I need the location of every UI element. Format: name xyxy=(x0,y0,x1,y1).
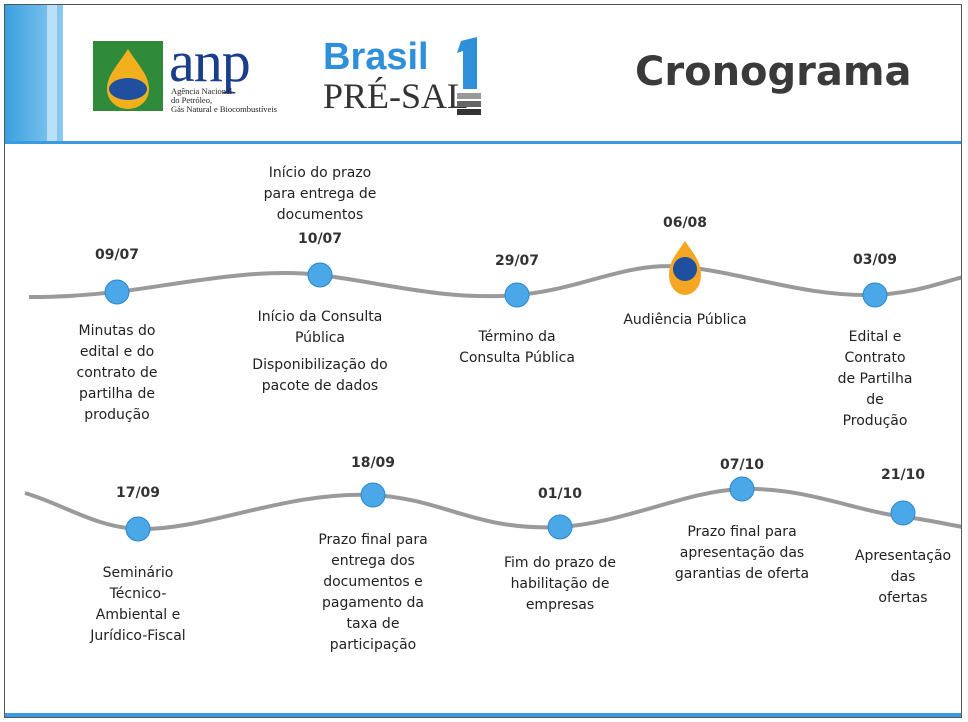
timeline-curves xyxy=(24,241,961,542)
row1-node-4 xyxy=(862,282,888,308)
brasil-presal-logo: Brasil PRÉ-SAL xyxy=(323,35,493,125)
row2-label-3: Prazo final para apresentação das garant… xyxy=(674,524,810,582)
brasil-wordmark: Brasil xyxy=(323,36,429,78)
row2-label-1: Prazo final para entrega dos documentos … xyxy=(318,532,428,653)
row1-node-2 xyxy=(504,282,530,308)
row2-label-4: Apresentação das ofertas xyxy=(854,548,952,606)
row1-node-3 xyxy=(673,257,697,281)
row1-date-0: 09/07 xyxy=(94,247,140,263)
anp-wordmark: anp xyxy=(169,29,251,94)
row2-node-0 xyxy=(125,516,151,542)
header-divider xyxy=(5,141,961,144)
row2-date-4: 21/10 xyxy=(880,467,926,483)
left-blue-bar xyxy=(5,5,63,143)
row1-label-1: Início da Consulta Pública xyxy=(257,309,383,346)
row1-date-1: 10/07 xyxy=(297,231,343,247)
row2-date-3: 07/10 xyxy=(719,457,765,473)
timeline-curve-row2 xyxy=(24,486,961,532)
row1-date-2: 29/07 xyxy=(494,253,540,269)
row1-label-above-1: Início do prazo para entrega de document… xyxy=(263,165,377,223)
row2-node-4 xyxy=(890,500,916,526)
row1-date-4: 03/09 xyxy=(852,252,898,268)
slide: anp Agência Nacional do Petróleo, Gás Na… xyxy=(4,4,962,718)
row1-label-0: Minutas do edital e do contrato de parti… xyxy=(76,323,158,423)
presal-mark-icon xyxy=(453,37,485,119)
anp-emblem-icon xyxy=(93,41,163,111)
row2-label-2: Fim do prazo de habilitação de empresas xyxy=(504,555,616,613)
row1-label-4: Edital e Contrato de Partilha de Produçã… xyxy=(837,329,913,429)
row1-label-3: Audiência Pública xyxy=(623,312,747,328)
timeline-curve-row1 xyxy=(28,264,961,299)
anp-logo: anp Agência Nacional do Petróleo, Gás Na… xyxy=(93,29,293,117)
row2-node-1 xyxy=(360,482,386,508)
row2-date-0: 17/09 xyxy=(115,485,161,501)
row1-label-extra-1: Disponibilização do pacote de dados xyxy=(252,357,388,394)
row2-label-0: Seminário Técnico- Ambiental e Jurídico-… xyxy=(90,565,186,644)
row2-node-2 xyxy=(547,514,573,540)
page-title: Cronograma xyxy=(635,49,912,95)
header: anp Agência Nacional do Petróleo, Gás Na… xyxy=(5,5,961,144)
row2-node-3 xyxy=(729,476,755,502)
row1-label-2: Término da Consulta Pública xyxy=(459,329,575,366)
row2-date-2: 01/10 xyxy=(537,486,583,502)
row1-date-3: 06/08 xyxy=(662,215,708,231)
row2-date-1: 18/09 xyxy=(350,455,396,471)
row1-node-0 xyxy=(104,279,130,305)
anp-subtitle: Agência Nacional do Petróleo, Gás Natura… xyxy=(171,86,277,114)
footer-divider xyxy=(5,713,961,717)
presal-wordmark: PRÉ-SAL xyxy=(323,76,470,116)
row1-node-1 xyxy=(307,262,333,288)
